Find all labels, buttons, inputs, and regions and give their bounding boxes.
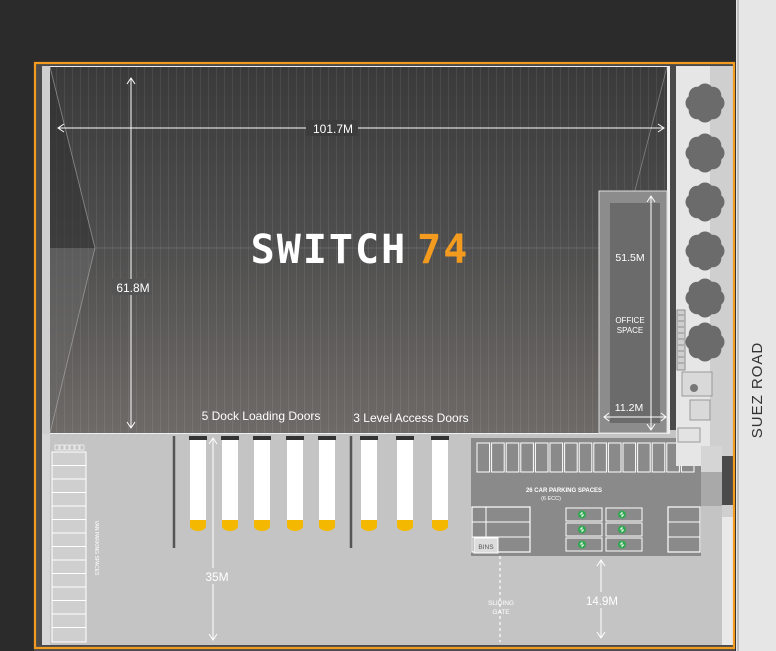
tree-icon [685,322,725,362]
car-stall [505,442,520,473]
bins-label: BINS [478,544,494,551]
car-stall [593,442,607,473]
bollard-box [74,444,80,451]
road [736,0,776,651]
car-stall [651,442,666,473]
loading-lane [190,440,206,520]
building-depth-dimension [112,77,152,429]
door-light [432,520,448,531]
loading-lane [287,440,303,520]
loading-lane [397,440,413,520]
building-depth-label: 61.8M [116,281,149,295]
car-parking-label: 26 CAR PARKING SPACES [526,488,602,494]
ev-stall [565,522,603,537]
car-stall [549,442,564,473]
bollard-box [64,444,70,451]
car-stall [564,442,578,473]
office-width-label: 11.2M [615,402,643,414]
ev-stall [565,507,603,522]
building-width-dimension [57,120,665,136]
small-structure [676,309,713,443]
car-stall [520,442,534,473]
bollard-box [54,444,60,451]
ev-stall [565,537,603,552]
tree-icon [685,278,725,318]
van-parking [51,444,87,643]
bins-area [473,537,499,554]
ev-charger-stalls [565,507,643,552]
site-boundary [33,61,736,650]
door-light [254,520,270,531]
tree-icon [685,182,725,222]
bollard-box [59,444,65,451]
svg-text:14.9M: 14.9M [586,596,618,608]
car-park-depth-dimension: 14.9M [586,559,618,639]
road-label: SUEZ ROAD [749,342,766,439]
car-stall [637,442,651,473]
loading-lane [432,440,448,520]
car-stall [578,442,593,473]
car-stall [622,442,637,473]
loading-lane [361,440,377,520]
door-light [190,520,206,531]
door-lanes [189,436,449,531]
van-parking-label: VAN PARKING SPACES [93,521,99,576]
building-width-label: 101.7M [313,122,353,136]
door-light [397,520,413,531]
loading-lane [254,440,270,520]
tree-icon [685,133,725,173]
yard-depth-dimension: 35M [200,437,230,641]
car-parking-sublabel: (6 ECC) [541,496,561,502]
car-stalls-top [476,442,695,473]
loading-lane [222,440,238,520]
door-light [361,520,377,531]
svg-text:35M: 35M [205,570,228,584]
level-doors-label: 3 Level Access Doors [353,411,468,425]
bollard-box [69,444,75,451]
car-stall [476,442,491,473]
ev-stall [605,537,643,552]
ev-stall [605,507,643,522]
dock-doors-label: 5 Dock Loading Doors [202,409,321,423]
loading-lane [319,440,335,520]
car-stall [607,442,622,473]
tree-icon [685,83,725,123]
bollard-box [79,444,85,451]
door-light [319,520,335,531]
door-light [222,520,238,531]
car-stall [534,442,549,473]
door-light [287,520,303,531]
office-depth-label: 51.5M [615,252,644,264]
tree-row [685,83,725,362]
ev-stall [605,522,643,537]
tree-icon [685,231,725,271]
car-stalls-lower [471,506,701,553]
car-stall [491,442,505,473]
office-block [598,190,668,434]
